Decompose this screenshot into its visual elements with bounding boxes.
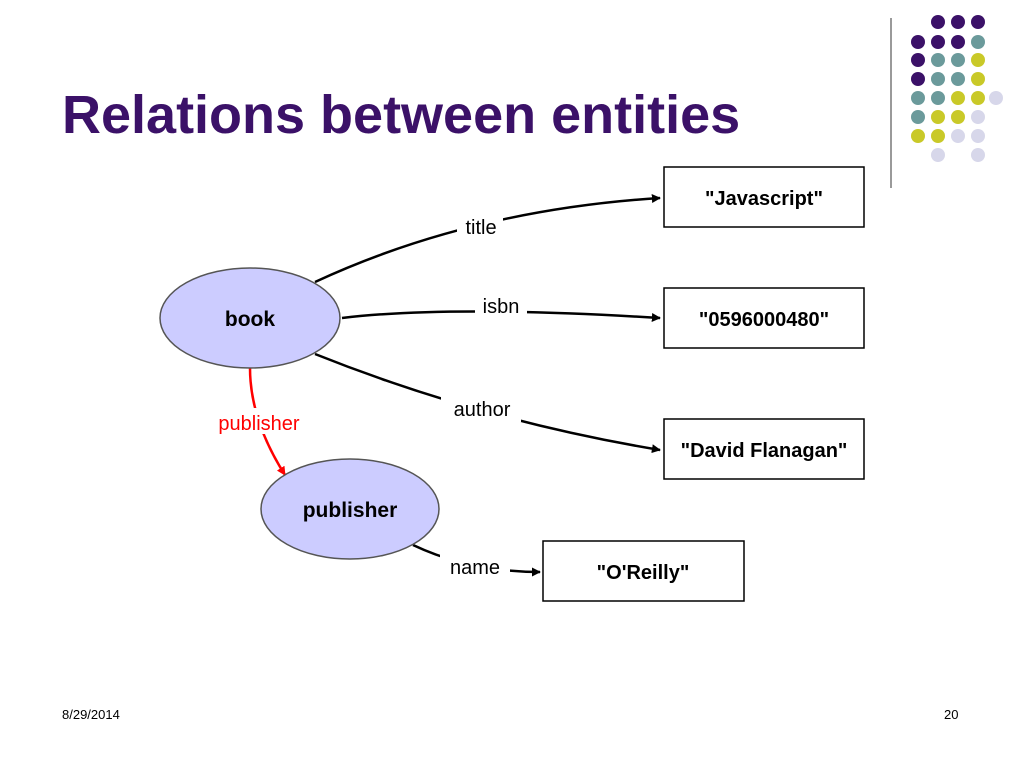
node-publisher-label: publisher [303,499,398,522]
decorative-dot [971,35,985,49]
node-book [159,267,341,369]
decorative-dot [931,35,945,49]
decorative-dot [911,91,925,105]
decorative-dot [931,72,945,86]
decorative-dot [971,72,985,86]
value-box-title [663,166,865,228]
value-box-name [542,540,745,602]
decorative-dot [989,91,1003,105]
edge-title [314,194,661,284]
decorative-dot [971,53,985,67]
decorative-dot [911,72,925,86]
value-isbn: "0596000480" [699,309,829,331]
decorative-dot [931,110,945,124]
slide-title: Relations between entities [62,85,741,145]
decorative-dot [971,15,985,29]
page-number: 20 [944,707,959,722]
value-box-isbn [663,287,865,349]
decorative-dot [951,110,965,124]
decorative-dot [971,110,985,124]
edge-label-publisher: publisher [218,413,300,435]
title-divider [890,18,892,188]
decorative-dot [951,35,965,49]
decorative-dot [931,148,945,162]
decorative-dot [951,129,965,143]
footer-date: 8/29/2014 [62,707,120,722]
edge-label-title: title [465,217,496,239]
decorative-dot [911,129,925,143]
node-publisher [260,458,440,560]
node-book-label: book [225,308,275,331]
decorative-dot [971,129,985,143]
value-title: "Javascript" [705,188,823,210]
decorative-dot [951,15,965,29]
decorative-dot [951,91,965,105]
decorative-dot [971,91,985,105]
decorative-dot [931,15,945,29]
decorative-dot-grid [911,15,1003,162]
value-author: "David Flanagan" [681,440,848,462]
decorative-dot [911,110,925,124]
decorative-dot [951,72,965,86]
value-name: "O'Reilly" [597,562,690,584]
decorative-dot [931,129,945,143]
decorative-dot [911,35,925,49]
value-box-author [663,418,865,480]
decorative-dot [931,53,945,67]
decorative-dot [931,91,945,105]
edge-label-name: name [450,557,500,579]
decorative-dot [951,53,965,67]
decorative-dot [971,148,985,162]
decorative-dot [911,53,925,67]
edge-label-author: author [454,399,511,421]
edge-label-isbn: isbn [483,296,520,318]
